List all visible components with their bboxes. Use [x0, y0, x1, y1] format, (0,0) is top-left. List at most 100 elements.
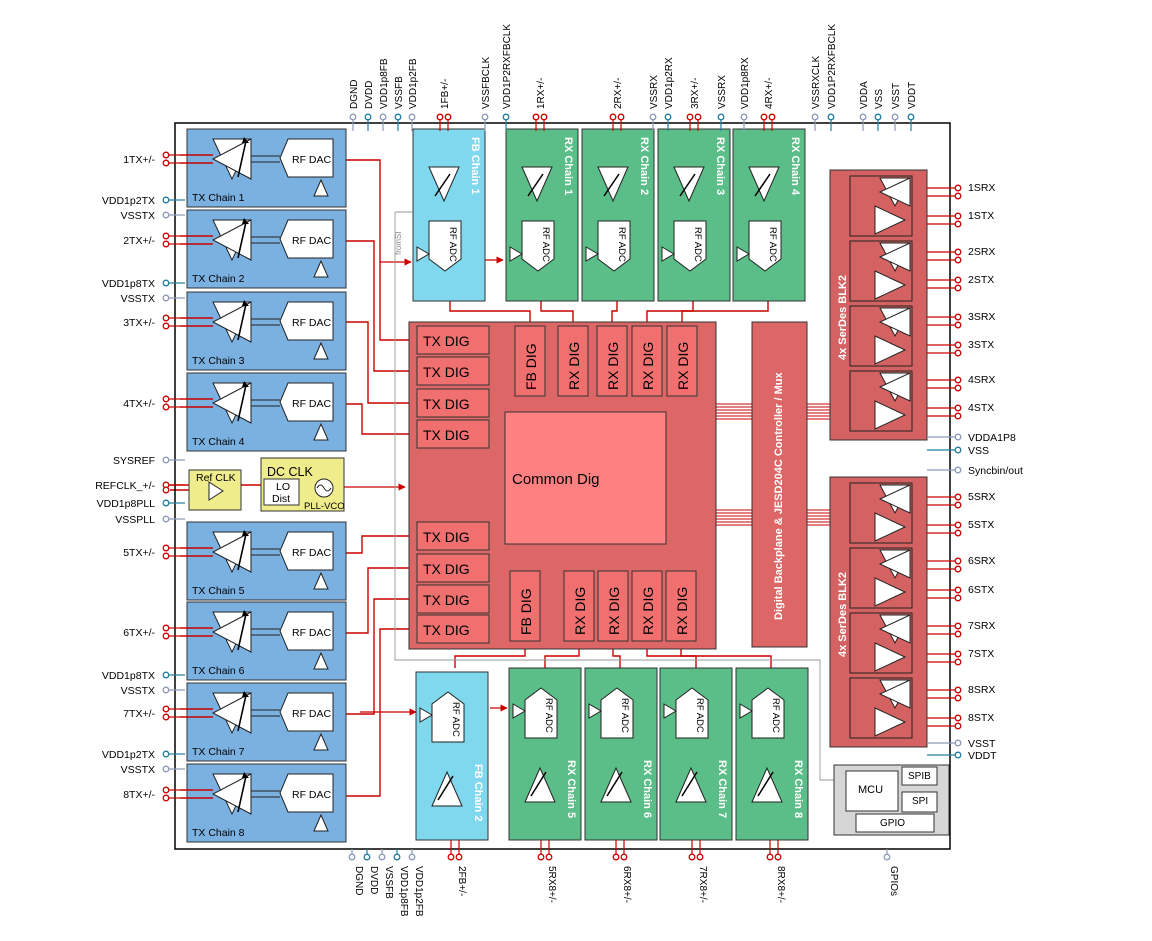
left-pin — [162, 456, 170, 464]
tx-chain-label: TX Chain 7 — [192, 746, 245, 758]
chain-block — [732, 128, 806, 302]
right-pin — [954, 446, 962, 454]
right-pin-label: 4STX — [968, 402, 994, 414]
right-pin — [954, 594, 962, 602]
top-pin — [694, 113, 702, 121]
rx-dig-top — [596, 325, 628, 397]
serdes-block-1 — [829, 169, 928, 441]
serdes-rx-amp-icon — [878, 242, 911, 272]
right-pin — [954, 341, 962, 349]
left-pin-label: VDD1p2TX — [102, 195, 155, 207]
clock-input-triangle — [313, 259, 329, 278]
backplane-label: Digital Backplane & JESD204C Controller … — [773, 372, 785, 620]
left-pin — [162, 765, 170, 773]
top-pin — [717, 113, 725, 121]
rx-chain-top-4: RF ADC RX Chain 4 — [732, 128, 806, 302]
bottom-pin — [612, 853, 620, 861]
bottom-pin-label: VSSFB — [383, 866, 394, 899]
top-pin-label: 1RX+/- — [536, 78, 547, 109]
clock-input-triangle — [313, 178, 329, 197]
tx-pin-label: 6TX+/- — [123, 627, 155, 639]
rf-adc-label: RF ADC — [767, 227, 778, 262]
bottom-pin — [774, 853, 782, 861]
bottom-pin-label: 2FB+/- — [456, 866, 467, 896]
tx-dig-block — [416, 553, 490, 583]
tx-pin-label: 1TX+/- — [123, 154, 155, 166]
tx-chain-label: TX Chain 3 — [192, 355, 245, 367]
serdes-tx-amp-icon — [874, 400, 907, 430]
top-pin-label: DVDD — [364, 81, 375, 109]
tx-dac-to-dig-wire — [346, 535, 417, 554]
top-pin-label: VDD1p2RX — [664, 57, 675, 109]
variable-gain-arrow-icon — [754, 173, 771, 197]
tx-pin-n — [162, 552, 170, 560]
top-pin-label: VDD1P2RXFBCLK — [502, 24, 513, 109]
rf-adc-label: RF ADC — [692, 227, 703, 262]
rf-adc-block — [597, 220, 631, 272]
top-pin — [502, 113, 510, 121]
rf-adc-block — [431, 691, 465, 743]
pll-vco-label: PLL-VCO — [304, 501, 345, 512]
tx-pin-n — [162, 322, 170, 330]
chain-label: RX Chain 8 — [792, 760, 804, 818]
chain-block — [412, 128, 486, 302]
tx-pin-n — [162, 159, 170, 167]
variable-gain-arrow-icon — [606, 771, 623, 797]
variable-gain-arrow-icon — [530, 771, 547, 797]
left-pin-label: VSSPLL — [115, 514, 155, 526]
tx-pin-n — [162, 632, 170, 640]
top-pin — [740, 113, 748, 121]
left-pin — [162, 211, 170, 219]
chain-label: RX Chain 4 — [789, 137, 801, 196]
rx-to-dig-wire — [611, 301, 618, 326]
rf-dac-block — [279, 219, 334, 259]
right-pin-label: 4SRX — [968, 374, 995, 386]
right-pin — [954, 433, 962, 441]
left-pin-label: SYSREF — [113, 455, 155, 467]
rf-dac-label: RF DAC — [292, 789, 332, 801]
top-pin — [811, 113, 819, 121]
left-pin — [162, 196, 170, 204]
top-pin — [686, 113, 694, 121]
right-pin-label: 1SRX — [968, 182, 995, 194]
tx-pin-n — [162, 240, 170, 248]
tx-chain-label: TX Chain 5 — [192, 585, 245, 597]
arrow-head-icon — [242, 530, 249, 536]
tx-chain-label: TX Chain 1 — [192, 192, 245, 204]
top-pin-label: VSSRX — [649, 75, 660, 109]
rf-adc-label: RF ADC — [694, 698, 705, 733]
arrow-head-icon — [242, 218, 249, 224]
variable-gain-arrow-icon — [237, 221, 247, 259]
chain-label: RX Chain 7 — [716, 760, 728, 818]
tx-pin-label: 7TX+/- — [123, 708, 155, 720]
tx-pin-p — [162, 786, 170, 794]
clock-input-triangle — [419, 707, 433, 723]
clock-input-triangle — [663, 703, 677, 719]
chain-block — [657, 128, 731, 302]
right-pin — [954, 694, 962, 702]
top-pin-label: 4RX+/- — [764, 78, 775, 109]
right-pin — [954, 529, 962, 537]
serdes-tx-amp-icon — [874, 642, 907, 672]
right-pin-label: 5STX — [968, 519, 994, 531]
top-pin — [609, 113, 617, 121]
serdes-tx-amp-icon — [874, 270, 907, 300]
chain-label: RX Chain 1 — [562, 137, 574, 195]
tx-dac-to-dig-wire — [346, 159, 417, 341]
top-pin — [827, 113, 835, 121]
top-pin — [532, 113, 540, 121]
rf-adc-block — [428, 220, 462, 272]
rx-dig-top-label: RX DIG — [675, 342, 691, 390]
clock-input-triangle — [416, 246, 430, 262]
tx-dig-block — [416, 584, 490, 614]
bottom-pin-label: 6RX8+/- — [621, 866, 632, 903]
right-pin — [954, 714, 962, 722]
bottom-pin — [393, 853, 401, 861]
chain-block — [505, 128, 579, 302]
